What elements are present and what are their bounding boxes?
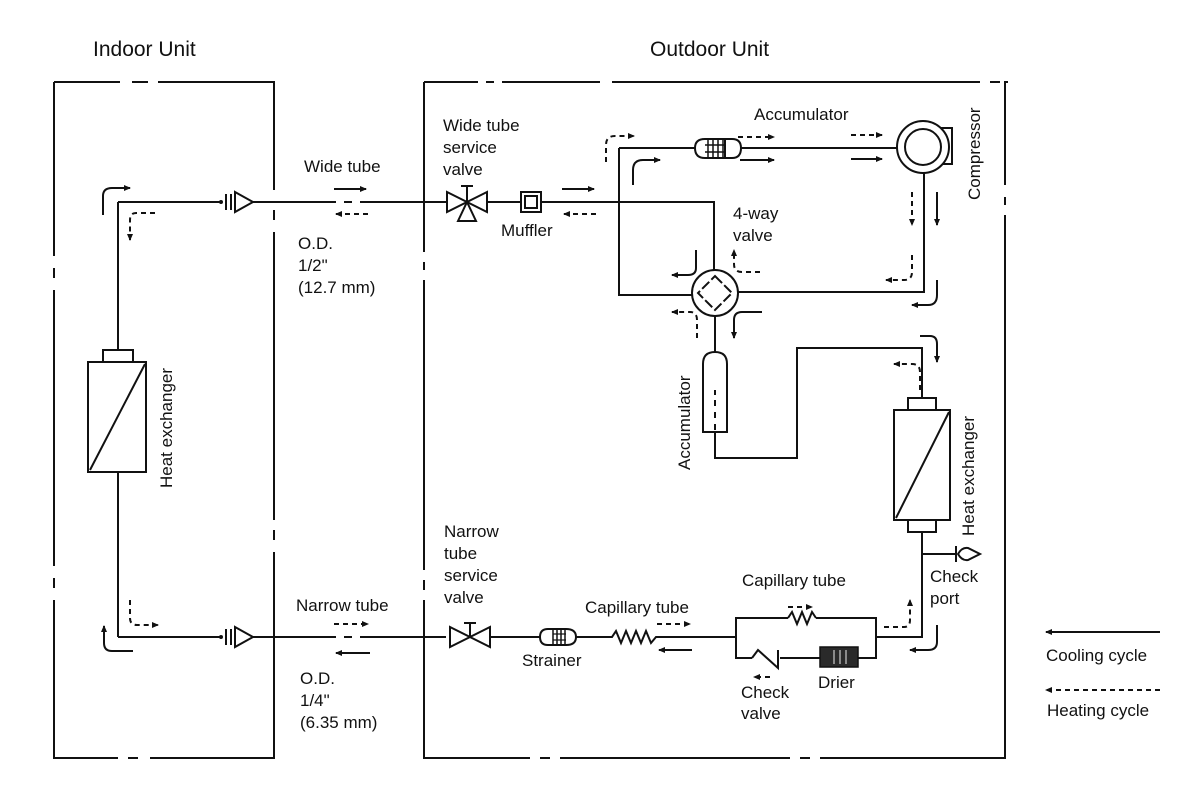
four-way-valve-label-2: valve xyxy=(733,226,773,245)
narrow-tube-od-label: O.D. xyxy=(300,669,335,688)
narrow-valve-label-1: Narrow xyxy=(444,522,500,541)
check-valve-label-2: valve xyxy=(741,704,781,723)
capillary-tube-2-label: Capillary tube xyxy=(742,571,846,590)
indoor-piping xyxy=(117,201,222,638)
legend: Cooling cycle Heating cycle xyxy=(1045,629,1160,720)
wide-tube-size-mm: (12.7 mm) xyxy=(298,278,375,297)
heating-arrow xyxy=(884,599,913,628)
strainer xyxy=(538,628,578,646)
legend-cooling-label: Cooling cycle xyxy=(1046,646,1147,665)
wide-tube-od-label: O.D. xyxy=(298,234,333,253)
accumulator-mid xyxy=(702,350,728,433)
accumulator-top-label: Accumulator xyxy=(754,105,849,124)
drier xyxy=(819,646,859,668)
cooling-arrow xyxy=(632,157,661,185)
cooling-arrow xyxy=(671,250,697,278)
narrow-tube-label: Narrow tube xyxy=(296,596,389,615)
cooling-arrow xyxy=(920,335,940,363)
heating-arrow xyxy=(885,255,913,283)
muffler-label: Muffler xyxy=(501,221,553,240)
cooling-arrow xyxy=(101,625,133,652)
wide-tube-service-valve xyxy=(446,185,488,222)
capillary-check-loop xyxy=(735,609,877,659)
heating-arrow xyxy=(893,361,921,390)
outdoor-unit-title: Outdoor Unit xyxy=(650,38,769,61)
heating-arrow xyxy=(129,600,159,628)
drier-label: Drier xyxy=(818,673,855,692)
accumulator-top xyxy=(693,138,743,159)
heating-arrow xyxy=(605,133,635,162)
flare-connector-narrow xyxy=(219,625,256,649)
outdoor-heat-exchanger-label: Heat exchanger xyxy=(959,416,978,536)
check-valve xyxy=(751,648,779,671)
check-valve-label-1: Check xyxy=(741,683,790,702)
muffler xyxy=(520,191,542,213)
capillary-tube-1-label: Capillary tube xyxy=(585,598,689,617)
wide-valve-label-3: valve xyxy=(443,160,483,179)
heating-arrow xyxy=(671,309,698,338)
accumulator-mid-label: Accumulator xyxy=(675,375,694,470)
compressor-label: Compressor xyxy=(965,107,984,200)
indoor-heat-exchanger-label: Heat exchanger xyxy=(157,368,176,488)
check-port-label-1: Check xyxy=(930,567,979,586)
narrow-tube-service-valve xyxy=(449,622,491,649)
strainer-label: Strainer xyxy=(522,651,582,670)
wide-valve-label-1: Wide tube xyxy=(443,116,520,135)
cooling-arrow xyxy=(909,625,938,653)
heating-arrow xyxy=(127,212,155,241)
check-port xyxy=(922,546,983,562)
wide-tube-label: Wide tube xyxy=(304,157,381,176)
narrow-tube-size-mm: (6.35 mm) xyxy=(300,713,377,732)
check-port-label-2: port xyxy=(930,589,960,608)
four-way-valve-label-1: 4-way xyxy=(733,204,779,223)
cooling-arrow xyxy=(102,185,131,215)
indoor-unit-boundary xyxy=(53,81,275,759)
narrow-valve-label-2: tube xyxy=(444,544,477,563)
narrow-valve-label-3: service xyxy=(444,566,498,585)
outdoor-heat-exchanger xyxy=(893,397,951,533)
cooling-arrow xyxy=(911,280,938,308)
indoor-heat-exchanger xyxy=(87,349,147,473)
heating-arrow xyxy=(731,249,760,273)
flare-connector-wide xyxy=(219,190,256,214)
cooling-arrow xyxy=(731,311,762,339)
compressor xyxy=(896,120,953,174)
legend-heating-label: Heating cycle xyxy=(1047,701,1149,720)
narrow-valve-label-4: valve xyxy=(444,588,484,607)
outdoor-unit-boundary xyxy=(423,81,1008,759)
indoor-unit-title: Indoor Unit xyxy=(93,38,196,61)
wide-tube-size-in: 1/2" xyxy=(298,256,328,275)
four-way-valve xyxy=(691,269,739,317)
wide-valve-label-2: service xyxy=(443,138,497,157)
narrow-tube-size-in: 1/4" xyxy=(300,691,330,710)
